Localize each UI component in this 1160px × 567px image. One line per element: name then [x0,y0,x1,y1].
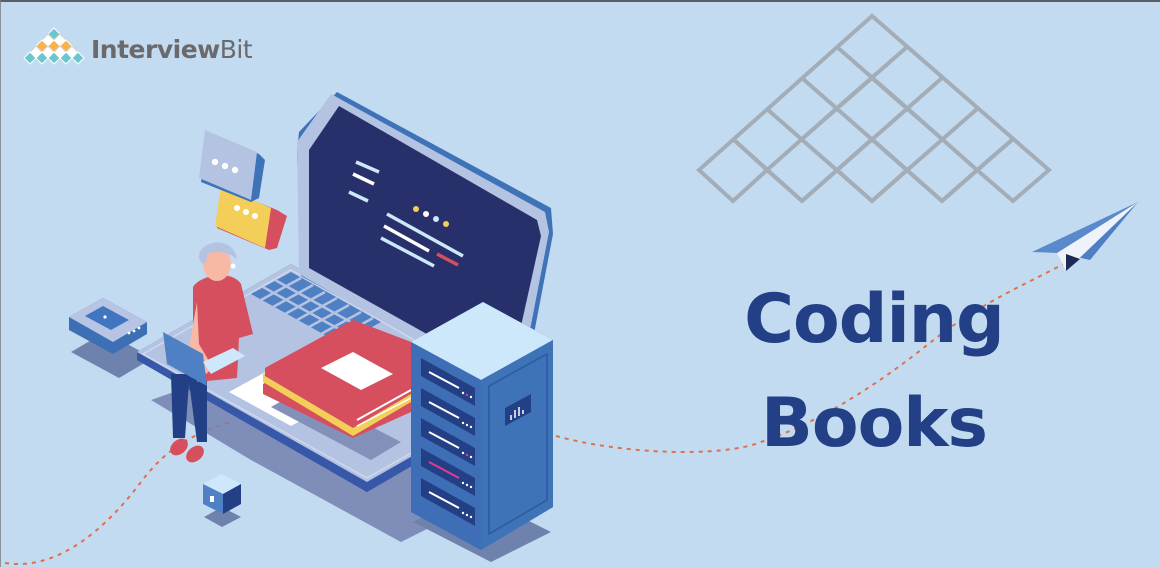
brand-name-bold: Interview [91,34,220,64]
diamond-pyramid-logo-icon [23,27,85,65]
dotted-flight-path [4,261,1068,566]
router-box-icon [69,298,153,378]
person-with-laptop-icon [163,242,253,463]
small-cube-icon [203,474,241,527]
brand-logo[interactable]: InterviewBit [21,26,253,72]
title-line-2: Books [761,384,988,463]
grid-pyramid-outline-icon [696,13,1053,204]
page-title: Coding Books [739,268,1009,476]
brand-name: InterviewBit [91,34,253,64]
title-line-1: Coding [744,280,1005,359]
brand-name-regular: Bit [219,34,253,64]
chat-bubble-icon [199,130,287,250]
books-stack-icon [263,320,412,438]
paper-plane-icon [1032,202,1138,271]
server-rack-icon [411,302,553,562]
